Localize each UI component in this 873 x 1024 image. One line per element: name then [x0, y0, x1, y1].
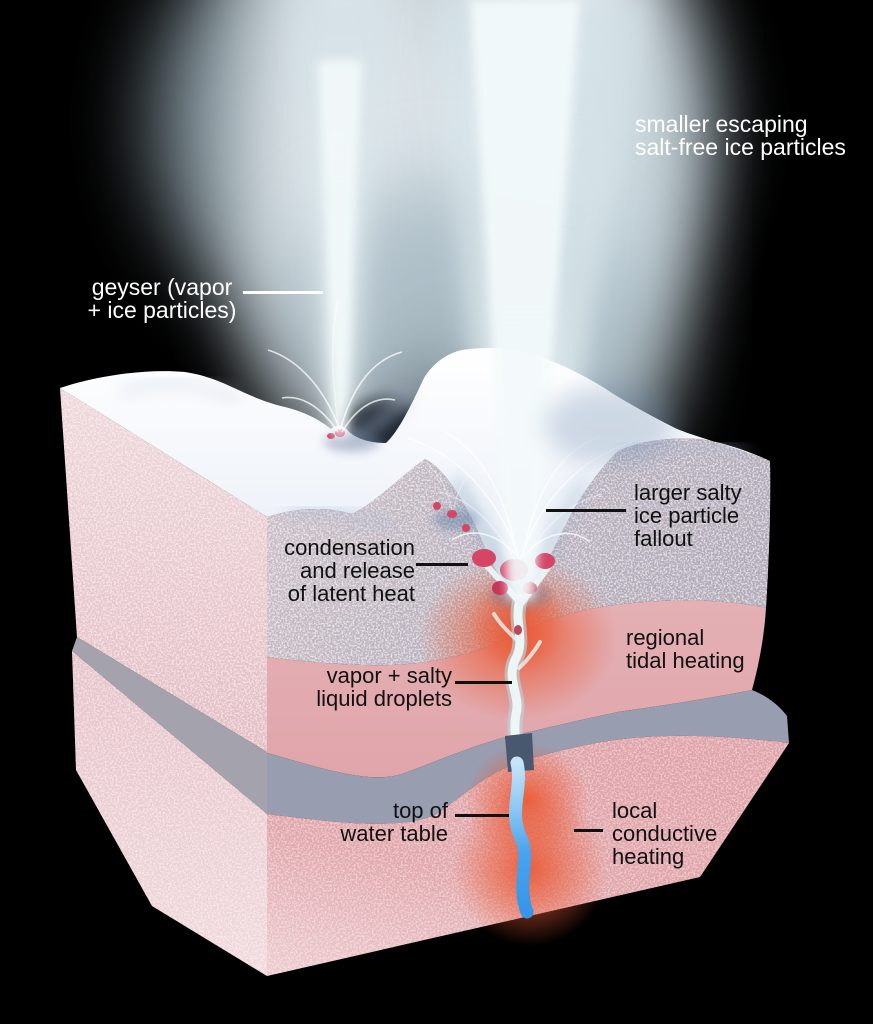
condensation-leader-line: [416, 563, 468, 566]
central-plume-core: [470, 0, 580, 600]
vapor-salty-leader-line: [455, 681, 512, 684]
label-condensation: condensation and release of latent heat: [284, 535, 415, 606]
label-geyser: geyser (vapor + ice particles): [87, 274, 237, 323]
label-larger-salty: larger salty ice particle fallout: [634, 480, 742, 551]
label-local-conductive: local conductive heating: [612, 798, 718, 869]
snow-shading: [118, 380, 242, 404]
spray-wisps: [267, 299, 633, 561]
geyser-plumes: [267, 0, 675, 600]
label-smaller-escaping: smaller escaping salt-free ice particles: [635, 111, 846, 160]
conduit-branch: [492, 612, 519, 642]
conduit-branch: [517, 640, 542, 670]
water-table-leader-line: [455, 814, 509, 817]
label-regional-tidal: regional tidal heating: [626, 625, 745, 673]
lower-left-face-speckle: [72, 651, 267, 976]
fallout-haze: [545, 385, 675, 465]
gap-band-left-face: [72, 637, 267, 814]
water-channel: [509, 756, 534, 919]
snow-shading: [284, 508, 397, 532]
left-plume-core: [318, 60, 362, 437]
local-conductive-leader-line: [574, 829, 603, 832]
label-vapor-salty: vapor + salty liquid droplets: [316, 663, 452, 711]
label-top-of-water-table: top of water table: [340, 798, 448, 846]
trench-wall-shading-right: [540, 477, 590, 562]
geyser-leader-line: [243, 291, 323, 294]
upper-left-face-speckle: [60, 388, 267, 752]
crust-speckle-dark: [267, 438, 771, 666]
larger-salty-leader-line: [546, 509, 626, 512]
